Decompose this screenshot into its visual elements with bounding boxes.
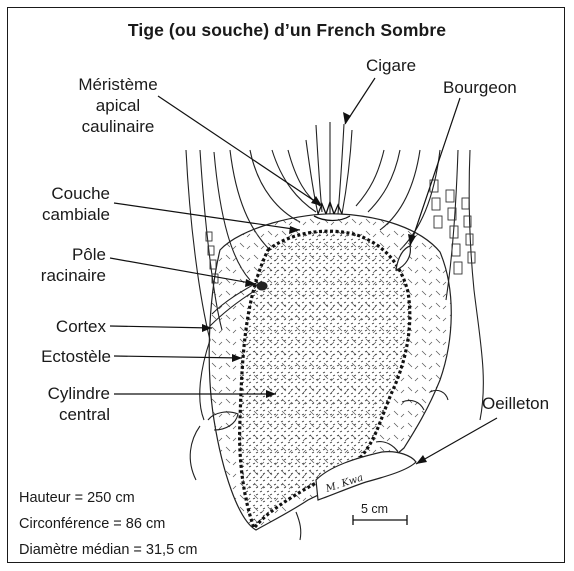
leader-oeilleton bbox=[416, 418, 497, 464]
label-meristeme: Méristème apical caulinaire bbox=[58, 74, 178, 137]
stat-circonference: Circonférence = 86 cm bbox=[19, 516, 165, 532]
label-cylindre-line1: Cylindre bbox=[10, 383, 110, 404]
label-couche-line2: cambiale bbox=[10, 204, 110, 225]
label-ectostele: Ectostèle bbox=[10, 346, 111, 367]
stat-hauteur: Hauteur = 250 cm bbox=[19, 490, 135, 506]
label-couche-cambiale: Couche cambiale bbox=[10, 183, 110, 225]
label-pole-racinaire: Pôle racinaire bbox=[10, 244, 106, 286]
label-couche-line1: Couche bbox=[10, 183, 110, 204]
label-cylindre-central: Cylindre central bbox=[10, 383, 110, 425]
scale-bar-label: 5 cm bbox=[361, 502, 388, 516]
label-oeilleton: Oeilleton bbox=[482, 393, 549, 414]
leader-cortex bbox=[110, 326, 212, 328]
label-pole-line1: Pôle bbox=[10, 244, 106, 265]
label-meristeme-line3: caulinaire bbox=[58, 116, 178, 137]
scale-bar bbox=[353, 515, 407, 525]
label-cortex: Cortex bbox=[10, 316, 106, 337]
leader-bourgeon bbox=[410, 98, 460, 246]
arrow-oeilleton bbox=[416, 455, 427, 464]
label-meristeme-line2: apical bbox=[58, 95, 178, 116]
leader-meristeme bbox=[158, 96, 322, 206]
arrow-cigare bbox=[343, 112, 351, 124]
label-meristeme-line1: Méristème bbox=[58, 74, 178, 95]
label-pole-line2: racinaire bbox=[10, 265, 106, 286]
label-cylindre-line2: central bbox=[10, 404, 110, 425]
label-cigare: Cigare bbox=[366, 55, 416, 76]
label-bourgeon: Bourgeon bbox=[443, 77, 517, 98]
stat-diametre: Diamètre médian = 31,5 cm bbox=[19, 542, 198, 558]
leader-couche bbox=[114, 203, 300, 230]
